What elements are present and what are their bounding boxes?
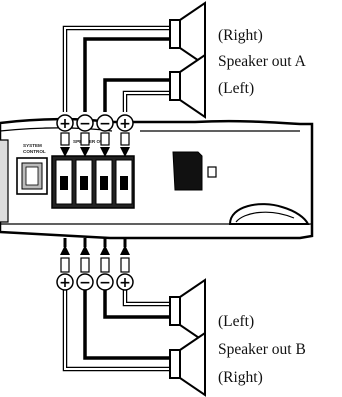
label-b-left: (Left) bbox=[218, 313, 254, 330]
label-b-title: Speaker out B bbox=[218, 341, 306, 358]
system-control-label-2: CONTROL bbox=[23, 149, 46, 154]
speaker-out-a-right bbox=[169, 1, 206, 67]
system-control-label-1: SYSTEM bbox=[23, 143, 42, 148]
system-control-jack: SYSTEM CONTROL bbox=[16, 143, 48, 195]
speaker-out-b-right bbox=[169, 331, 206, 397]
polarity-markers-b: + − − + bbox=[56, 273, 134, 291]
polarity-a-1: + bbox=[59, 116, 71, 132]
labels-speaker-out-b: (Left) Speaker out B (Right) bbox=[218, 313, 306, 386]
labels-speaker-out-a: (Right) Speaker out A (Left) bbox=[218, 27, 307, 97]
amplifier-foot bbox=[228, 203, 310, 225]
polarity-markers-a: + − − + bbox=[56, 114, 134, 132]
polarity-a-4: + bbox=[119, 116, 131, 132]
wiring-speaker-out-b: + − − + bbox=[56, 238, 170, 372]
label-a-title: Speaker out A bbox=[218, 53, 307, 70]
polarity-b-4: + bbox=[119, 275, 131, 291]
polarity-b-2: − bbox=[79, 275, 91, 291]
polarity-a-2: − bbox=[79, 116, 91, 132]
indicator bbox=[207, 166, 217, 178]
label-a-left: (Left) bbox=[218, 80, 254, 97]
label-b-right: (Right) bbox=[218, 369, 263, 386]
polarity-b-3: − bbox=[99, 275, 111, 291]
speaker-terminal-block: SPEAKER OUT bbox=[51, 139, 135, 209]
speaker-out-b-left bbox=[169, 278, 206, 344]
polarity-b-1: + bbox=[59, 275, 71, 291]
speaker-out-label: SPEAKER OUT bbox=[73, 139, 106, 144]
wiring-speaker-out-a: + − − + bbox=[56, 25, 170, 157]
amplifier: SYSTEM CONTROL SPEAKER OUT bbox=[0, 117, 314, 240]
heatsink-fin bbox=[172, 151, 203, 191]
speaker-out-a-left bbox=[169, 53, 206, 119]
polarity-a-3: − bbox=[99, 116, 111, 132]
label-a-right: (Right) bbox=[218, 27, 263, 44]
